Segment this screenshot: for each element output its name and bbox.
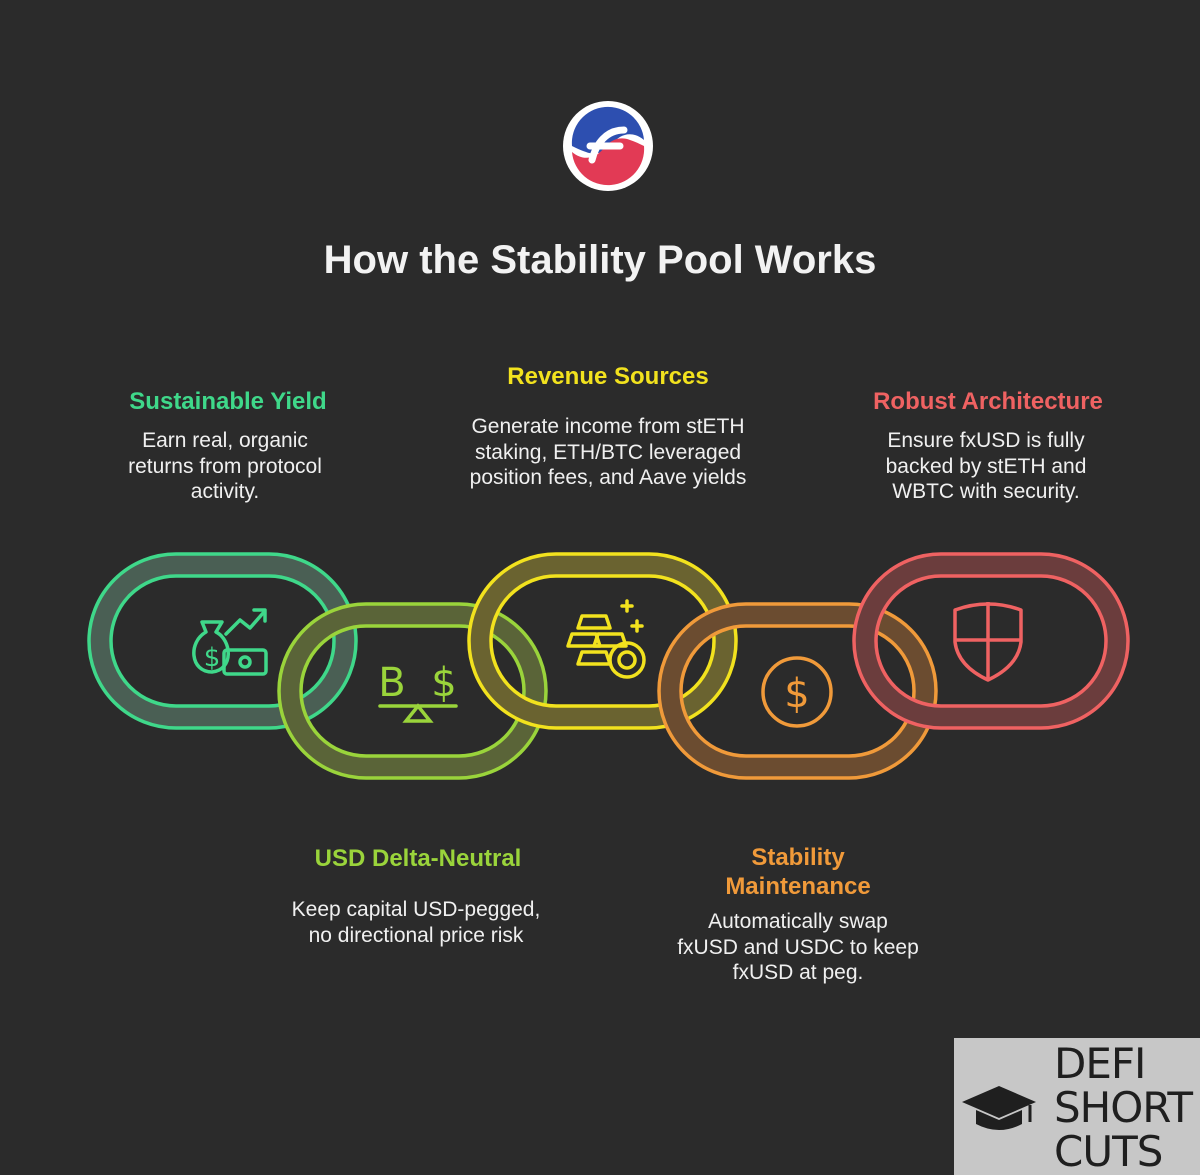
heading-revenue-sources: Revenue Sources: [507, 363, 709, 390]
desc-usd-delta-neutral: Keep capital USD-pegged, no directional …: [291, 898, 541, 947]
shield-icon: [953, 602, 1023, 682]
heading-stability-maintenance: Stability Maintenance: [725, 844, 871, 900]
desc-revenue-sources: Generate income from stETH staking, ETH/…: [469, 415, 747, 489]
defi-shortcuts-badge: DEFI SHORT CUTS: [954, 1038, 1200, 1175]
svg-text:$: $: [784, 671, 809, 717]
desc-stability-maintenance: Automatically swap fxUSD and USDC to kee…: [677, 910, 919, 984]
graduation-cap-icon: [962, 1086, 1036, 1130]
svg-text:$: $: [431, 660, 456, 706]
desc-robust-architecture: Ensure fxUSD is fully backed by stETH an…: [885, 429, 1087, 503]
heading-sustainable-yield: Sustainable Yield: [129, 388, 327, 415]
svg-text:$: $: [204, 643, 221, 673]
brand-logo-icon: [563, 101, 653, 191]
chain-link-yellow: [469, 554, 736, 728]
badge-text: DEFI SHORT CUTS: [1054, 1039, 1193, 1175]
heading-robust-architecture: Robust Architecture: [873, 388, 1103, 415]
svg-text:B: B: [378, 660, 405, 706]
chain-link-green: [89, 554, 356, 728]
dollar-coin-icon: $: [761, 656, 833, 728]
chain-link-lime: [279, 604, 546, 778]
gold-bars-coins-icon: [566, 599, 646, 679]
heading-usd-delta-neutral: USD Delta-Neutral: [314, 845, 522, 872]
page-title: How the Stability Pool Works: [323, 238, 877, 282]
chain-link-orange: [659, 604, 936, 778]
bitcoin-dollar-balance-icon: B $: [378, 660, 458, 723]
money-bag-growth-icon: $: [192, 608, 268, 676]
desc-sustainable-yield: Earn real, organic returns from protocol…: [128, 429, 322, 503]
chain-link-red: [854, 554, 1128, 728]
